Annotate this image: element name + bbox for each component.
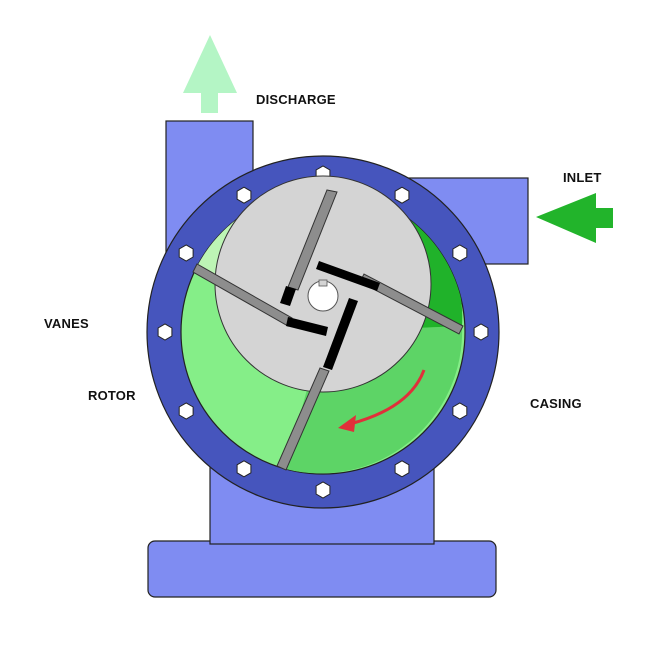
shaft-keyway — [318, 279, 328, 287]
slot-left — [286, 317, 328, 336]
bolt-icon — [236, 186, 252, 204]
rotor-label: ROTOR — [88, 388, 136, 403]
bolt-icon — [394, 460, 410, 478]
vane-top — [287, 189, 338, 291]
inlet-arrow-icon — [536, 193, 613, 243]
vanes-label: VANES — [44, 316, 89, 331]
bolt-icon — [178, 402, 194, 420]
bolt-icon — [178, 244, 194, 262]
bolt-icon — [473, 323, 489, 341]
discharge-label: DISCHARGE — [256, 92, 336, 107]
slot-top — [280, 286, 296, 306]
rotation-arrow-icon — [338, 369, 426, 432]
vane-bottom — [276, 367, 330, 471]
vanes — [192, 189, 464, 471]
bolt-icon — [157, 323, 173, 341]
casing-label: CASING — [530, 396, 582, 411]
bolt-icon — [394, 186, 410, 204]
bolt-icon — [452, 402, 468, 420]
inlet-label: INLET — [563, 170, 602, 185]
bolt-icon — [452, 244, 468, 262]
discharge-arrow-icon — [183, 35, 237, 113]
bolt-icon — [236, 460, 252, 478]
vane-right — [359, 273, 464, 335]
vane-slots — [280, 261, 380, 370]
slot-right — [316, 261, 380, 291]
bolt-icon — [315, 481, 331, 499]
flange-bolts — [157, 165, 489, 499]
slot-bottom — [323, 298, 358, 370]
pump-base — [147, 540, 497, 598]
